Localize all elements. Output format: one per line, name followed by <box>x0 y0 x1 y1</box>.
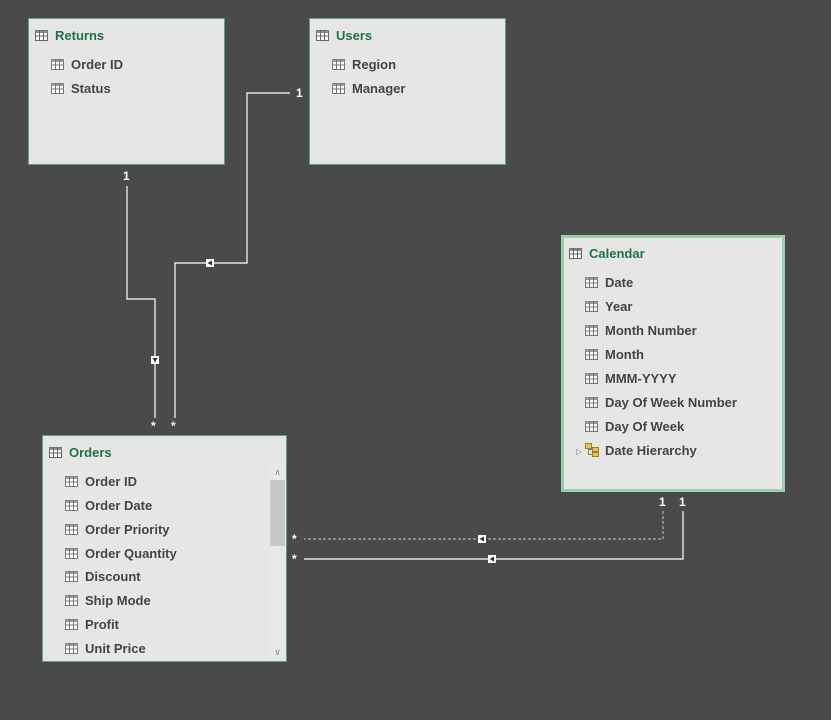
cardinality-many-orders-calendar: * <box>292 552 297 566</box>
table-icon <box>35 29 48 41</box>
column-icon <box>65 499 78 511</box>
field-label: Order ID <box>71 56 124 72</box>
field-label: Order Priority <box>85 521 170 537</box>
field-status[interactable]: Status <box>51 80 111 96</box>
column-icon <box>51 82 64 94</box>
column-icon <box>65 594 78 606</box>
field-day-of-week-number[interactable]: Day Of Week Number <box>585 394 737 410</box>
field-date[interactable]: Date <box>585 274 633 290</box>
table-header[interactable]: Users <box>316 27 372 43</box>
column-icon <box>51 58 64 70</box>
scroll-up-icon[interactable]: ∧ <box>274 467 281 477</box>
relationship-users-orders[interactable] <box>174 92 290 418</box>
cardinality-one-returns: 1 <box>123 169 130 183</box>
field-date-hierarchy[interactable]: Date Hierarchy <box>585 442 697 458</box>
table-header[interactable]: Calendar <box>569 245 645 261</box>
field-label: Order Quantity <box>85 545 177 561</box>
field-order-date[interactable]: Order Date <box>65 497 152 513</box>
column-icon <box>585 348 598 360</box>
field-label: Manager <box>352 80 406 96</box>
table-icon <box>316 29 329 41</box>
field-month-number[interactable]: Month Number <box>585 322 697 338</box>
table-header[interactable]: Returns <box>35 27 104 43</box>
relationship-returns-orders[interactable] <box>126 186 159 418</box>
field-order-id[interactable]: Order ID <box>51 56 123 72</box>
cardinality-one-calendar: 1 <box>679 495 686 509</box>
field-order-priority[interactable]: Order Priority <box>65 521 170 537</box>
field-label: MMM-YYYY <box>605 370 677 386</box>
field-label: Date Hierarchy <box>605 442 697 458</box>
field-label: Order Date <box>85 497 153 513</box>
column-icon <box>332 82 345 94</box>
table-title: Calendar <box>589 245 645 261</box>
cardinality-many-orders-users: * <box>171 419 176 433</box>
field-label: Month <box>605 346 644 362</box>
field-label: Date <box>605 274 634 290</box>
field-label: Ship Mode <box>85 592 151 608</box>
field-order-id[interactable]: Order ID <box>65 473 137 489</box>
field-order-quantity[interactable]: Order Quantity <box>65 545 177 561</box>
field-year[interactable]: Year <box>585 298 632 314</box>
table-icon <box>569 247 582 259</box>
relationship-calendar-orders[interactable] <box>304 511 684 563</box>
table-calendar[interactable]: Calendar Date Year Month Number Month MM… <box>561 235 785 492</box>
table-orders[interactable]: Orders Order ID Order Date Order Priorit… <box>42 435 287 662</box>
table-header[interactable]: Orders <box>49 444 112 460</box>
column-icon <box>585 300 598 312</box>
column-icon <box>65 523 78 535</box>
field-label: Day Of Week Number <box>605 394 737 410</box>
scroll-thumb[interactable] <box>270 480 285 546</box>
table-returns[interactable]: Returns Order ID Status <box>28 18 225 165</box>
scroll-down-icon[interactable]: ∨ <box>274 647 281 657</box>
field-month[interactable]: Month <box>585 346 644 362</box>
cardinality-many-orders-calendar-inactive: * <box>292 532 297 546</box>
field-label: Profit <box>85 616 119 632</box>
column-icon <box>65 547 78 559</box>
field-label: Day Of Week <box>605 418 685 434</box>
field-label: Order ID <box>85 473 138 489</box>
field-mmm-yyyy[interactable]: MMM-YYYY <box>585 370 677 386</box>
field-discount[interactable]: Discount <box>65 568 141 584</box>
table-title: Users <box>336 27 373 43</box>
table-icon <box>49 446 62 458</box>
column-icon <box>65 475 78 487</box>
field-ship-mode[interactable]: Ship Mode <box>65 592 151 608</box>
column-icon <box>585 420 598 432</box>
field-label: Unit Price <box>85 640 146 656</box>
field-manager[interactable]: Manager <box>332 80 405 96</box>
cardinality-many-orders-returns: * <box>151 419 156 433</box>
cardinality-one-users: 1 <box>296 86 303 100</box>
field-region[interactable]: Region <box>332 56 396 72</box>
column-icon <box>332 58 345 70</box>
field-label: Region <box>352 56 397 72</box>
hierarchy-icon <box>585 442 599 457</box>
field-unit-price[interactable]: Unit Price <box>65 640 146 656</box>
column-icon <box>65 618 78 630</box>
table-title: Returns <box>55 27 105 43</box>
field-profit[interactable]: Profit <box>65 616 119 632</box>
expand-triangle-icon[interactable]: ▷ <box>576 447 583 456</box>
column-icon <box>65 642 78 654</box>
cardinality-one-calendar-inactive: 1 <box>659 495 666 509</box>
relationship-calendar-orders-inactive[interactable] <box>304 511 664 543</box>
field-label: Year <box>605 298 633 314</box>
field-label: Month Number <box>605 322 697 338</box>
field-label: Discount <box>85 568 141 584</box>
column-icon <box>585 396 598 408</box>
table-title: Orders <box>69 444 112 460</box>
column-icon <box>585 276 598 288</box>
column-icon <box>585 324 598 336</box>
column-icon <box>585 372 598 384</box>
table-users[interactable]: Users Region Manager <box>309 18 506 165</box>
field-day-of-week[interactable]: Day Of Week <box>585 418 684 434</box>
vertical-scrollbar[interactable]: ∧ ∨ <box>269 462 286 661</box>
column-icon <box>65 570 78 582</box>
field-label: Status <box>71 80 111 96</box>
